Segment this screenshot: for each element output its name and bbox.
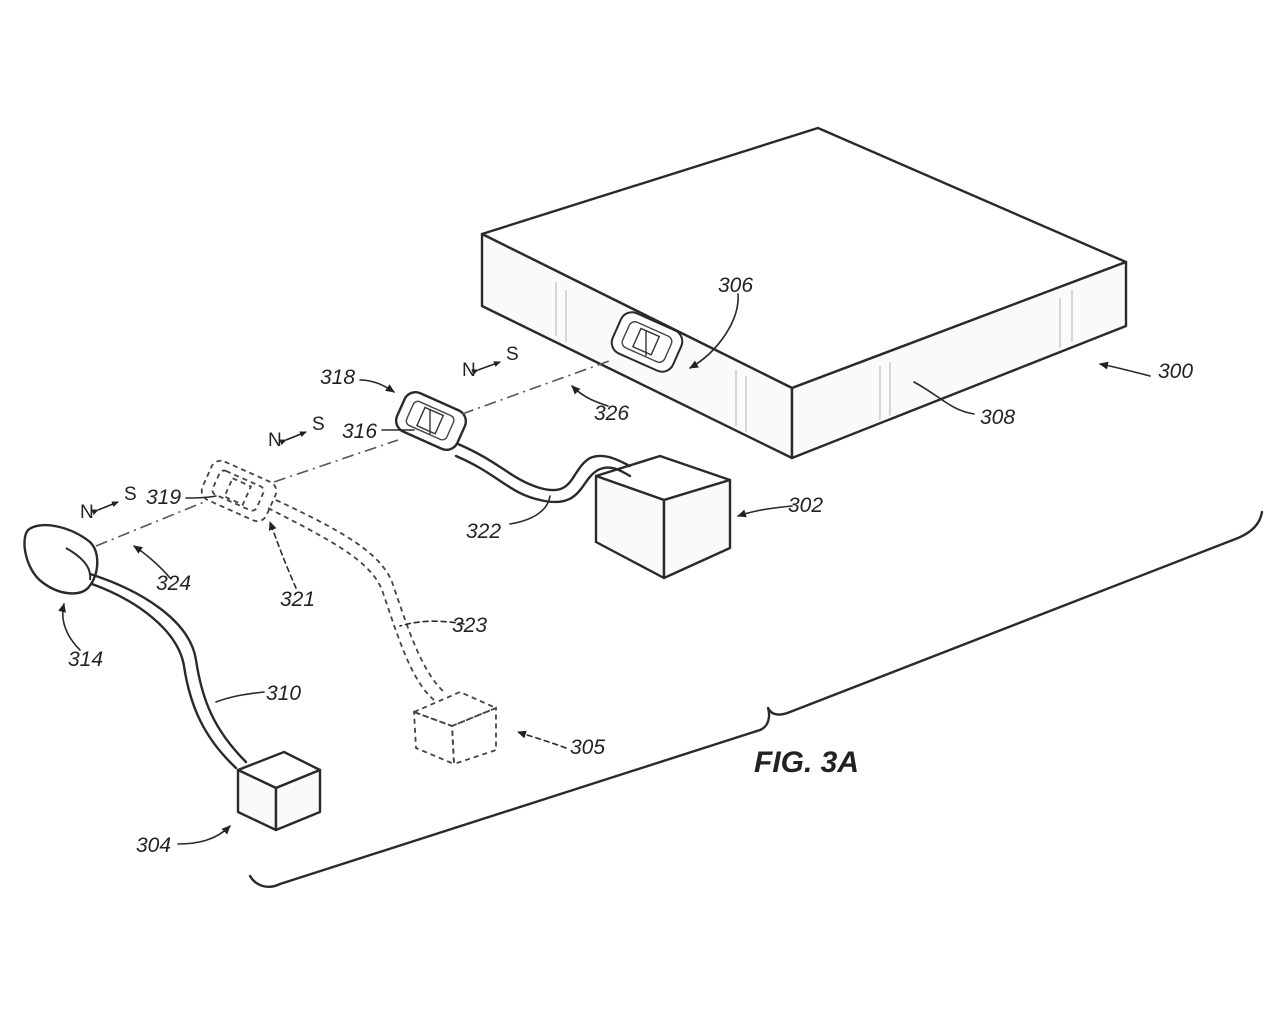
south-pole-label: S xyxy=(124,484,137,505)
figure-title: FIG. 3A xyxy=(754,746,859,779)
path-ghost-to-318 xyxy=(273,439,399,483)
label-319: 319 xyxy=(146,486,181,509)
figure-brace xyxy=(248,510,1264,888)
label-323: 323 xyxy=(452,614,487,637)
north-pole-label: N xyxy=(268,430,282,451)
plug-314 xyxy=(23,523,99,595)
device-304 xyxy=(236,750,322,832)
label-316: 316 xyxy=(342,420,377,443)
label-322: 322 xyxy=(466,520,501,543)
ghost-cable-323 xyxy=(267,499,445,701)
leaders xyxy=(58,293,1151,845)
pole-indicator-ghost-321: N S xyxy=(268,414,325,451)
pole-indicator-plug-314: N S xyxy=(80,484,137,523)
pole-indicator-plug-318: N S xyxy=(462,344,519,381)
label-304: 304 xyxy=(136,834,171,857)
label-308: 308 xyxy=(980,406,1015,429)
north-pole-label: N xyxy=(462,360,476,381)
label-302: 302 xyxy=(788,494,823,517)
base-device-302 xyxy=(594,454,732,580)
label-314: 314 xyxy=(68,648,103,671)
label-324: 324 xyxy=(156,572,191,595)
mat-300 xyxy=(480,126,1128,460)
label-321: 321 xyxy=(280,588,315,611)
mat-right-face xyxy=(790,260,1128,460)
ghost-plug-321 xyxy=(200,459,278,523)
label-326: 326 xyxy=(594,402,629,425)
cable-310 xyxy=(88,572,248,770)
label-306: 306 xyxy=(718,274,753,297)
label-318: 318 xyxy=(320,366,355,389)
north-pole-label: N xyxy=(80,502,94,523)
label-300: 300 xyxy=(1158,360,1193,383)
path-326 xyxy=(461,359,613,415)
label-310: 310 xyxy=(266,682,301,705)
south-pole-label: S xyxy=(312,414,325,435)
cable-322 xyxy=(454,442,632,504)
label-305: 305 xyxy=(570,736,605,759)
south-pole-label: S xyxy=(506,344,519,365)
ghost-device-305 xyxy=(411,691,499,766)
plug-318 xyxy=(394,391,468,451)
mat-shading xyxy=(555,282,1073,432)
mat-connector-306 xyxy=(610,311,684,373)
path-324 xyxy=(95,501,205,547)
